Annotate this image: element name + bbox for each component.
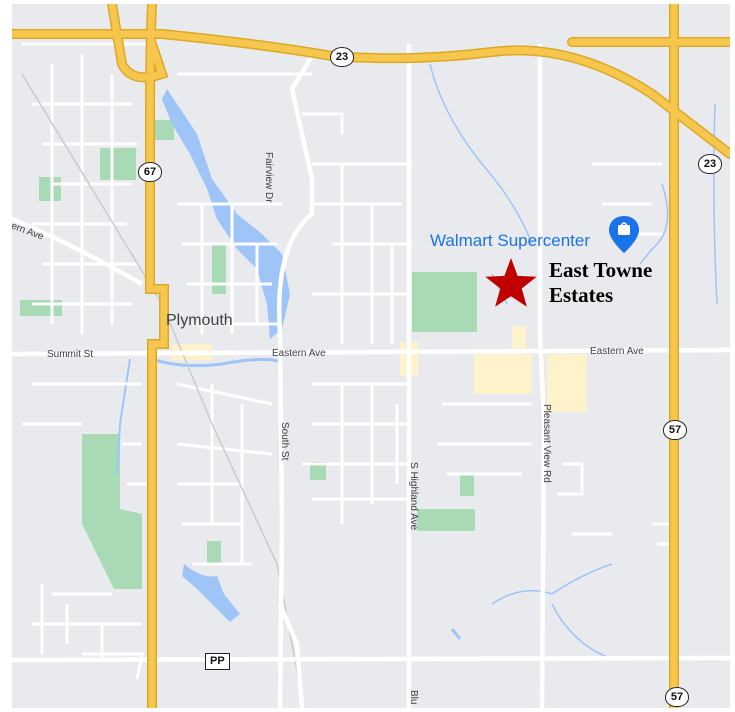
hwy-67 bbox=[146, 4, 168, 708]
street-label-eastern-east: Eastern Ave bbox=[590, 346, 644, 357]
pp-road-shield: PP bbox=[205, 653, 230, 670]
stream bbox=[491, 563, 613, 605]
south-st-branch bbox=[277, 603, 305, 708]
poi-label[interactable]: Walmart Supercenter bbox=[430, 231, 590, 250]
park-area bbox=[100, 148, 136, 180]
park-area bbox=[412, 272, 477, 332]
park-area bbox=[460, 474, 474, 496]
park-area bbox=[152, 120, 174, 140]
stream bbox=[713, 103, 718, 305]
creek bbox=[151, 357, 283, 368]
pleasant-view-rd bbox=[537, 44, 547, 708]
street-label-summit: Summit St bbox=[47, 349, 94, 360]
hwy-57-shield: 57 bbox=[663, 420, 687, 440]
street-label-highland-bottom: Blu bbox=[408, 690, 419, 705]
park-area bbox=[310, 462, 326, 480]
hwy-67-shield: 67 bbox=[138, 162, 162, 182]
commercial-area bbox=[474, 354, 532, 394]
park-area bbox=[417, 509, 475, 531]
creek bbox=[116, 358, 131, 475]
stream bbox=[450, 628, 462, 640]
place-label-line1: East Towne bbox=[549, 258, 653, 282]
pond bbox=[182, 564, 240, 622]
water-features bbox=[116, 63, 718, 660]
street-label-highland: S Highland Ave bbox=[408, 462, 419, 531]
place-label: East Towne Estates bbox=[549, 258, 652, 308]
town-label: Plymouth bbox=[166, 312, 233, 329]
park-area bbox=[207, 541, 221, 565]
hwy-57-shield: 57 bbox=[665, 687, 689, 707]
south-st-fairview-dr bbox=[276, 54, 315, 708]
place-label-line2: Estates bbox=[549, 283, 614, 307]
river bbox=[162, 89, 290, 339]
eastern-ave bbox=[12, 347, 730, 357]
star-icon[interactable] bbox=[485, 258, 537, 307]
stream bbox=[551, 603, 613, 660]
shopping-bag-pin-icon[interactable] bbox=[609, 216, 639, 253]
commercial-areas bbox=[172, 326, 587, 412]
street-label-eastern-west: Eastern Ave bbox=[272, 348, 326, 359]
commercial-area bbox=[547, 354, 587, 412]
hwy-23-shield: 23 bbox=[330, 47, 354, 67]
park-area bbox=[20, 300, 62, 316]
street-label-south: South St bbox=[279, 422, 290, 461]
pp-road bbox=[12, 655, 730, 663]
map-view[interactable]: Summit St Eastern Ave Eastern Ave stern … bbox=[12, 4, 730, 708]
stream bbox=[639, 183, 669, 265]
commercial-area bbox=[512, 326, 526, 352]
park-area bbox=[39, 177, 61, 201]
park-area bbox=[82, 434, 142, 589]
hwy-23 bbox=[12, 30, 730, 158]
eastern-ave-west bbox=[12, 216, 144, 286]
railroad bbox=[21, 73, 305, 708]
stream bbox=[429, 63, 533, 245]
major-streets bbox=[12, 44, 730, 708]
street-label-fairview: Fairview Dr bbox=[263, 152, 274, 203]
interchange bbox=[108, 4, 167, 81]
minor-streets bbox=[22, 42, 674, 680]
map-canvas bbox=[12, 4, 730, 708]
park-area bbox=[212, 244, 226, 294]
street-label-pleasant-view: Pleasant View Rd bbox=[541, 404, 552, 483]
hwy-23-shield: 23 bbox=[698, 154, 722, 174]
highways bbox=[12, 4, 730, 708]
